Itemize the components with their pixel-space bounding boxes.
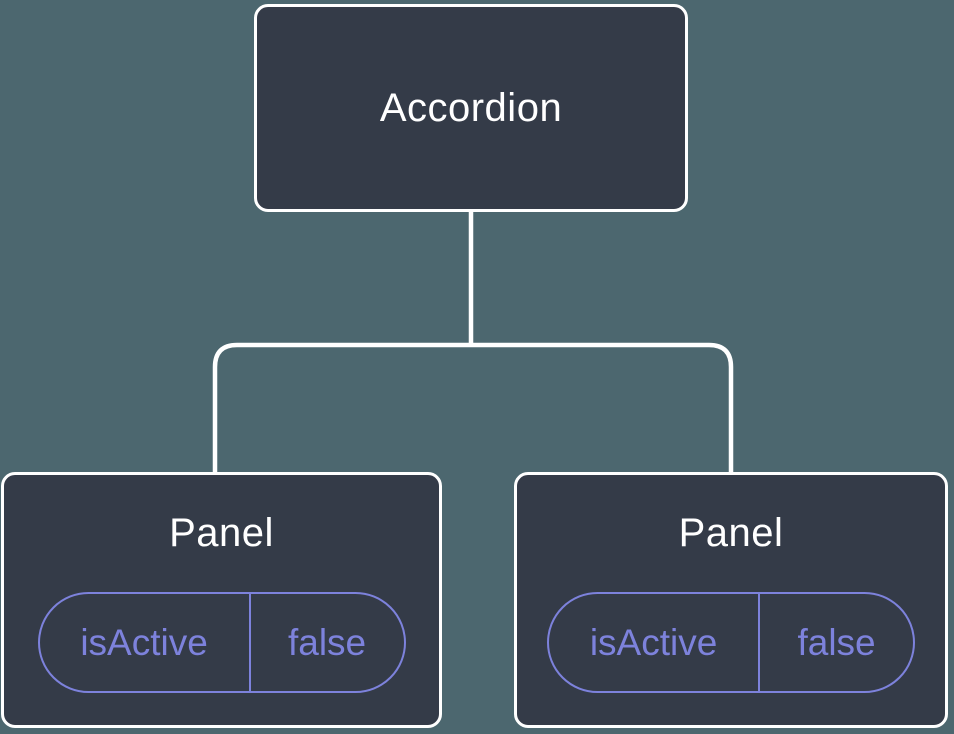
state-value: false (797, 621, 876, 663)
connector-branch (212, 342, 734, 474)
node-panel-left: Panel isActive false (1, 472, 442, 728)
node-accordion: Accordion (254, 4, 688, 212)
panel-left-label: Panel (169, 511, 274, 555)
accordion-label: Accordion (379, 85, 563, 130)
state-key: isActive (40, 594, 251, 691)
panel-right-label: Panel (678, 511, 784, 555)
node-panel-right: Panel isActive false (514, 472, 948, 728)
panel-right-state-pill: isActive false (547, 592, 915, 693)
state-value: false (287, 621, 367, 663)
panel-left-state-pill: isActive false (37, 592, 406, 693)
state-key: isActive (549, 594, 761, 691)
